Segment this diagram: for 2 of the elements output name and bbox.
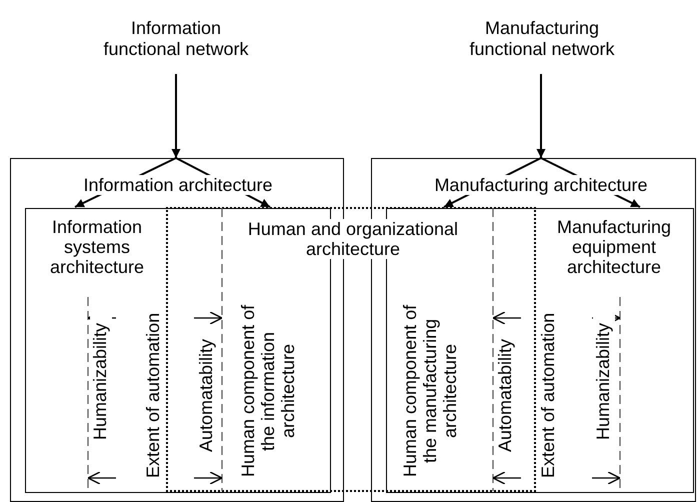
arrow — [172, 74, 180, 158]
arrow — [536, 74, 546, 158]
